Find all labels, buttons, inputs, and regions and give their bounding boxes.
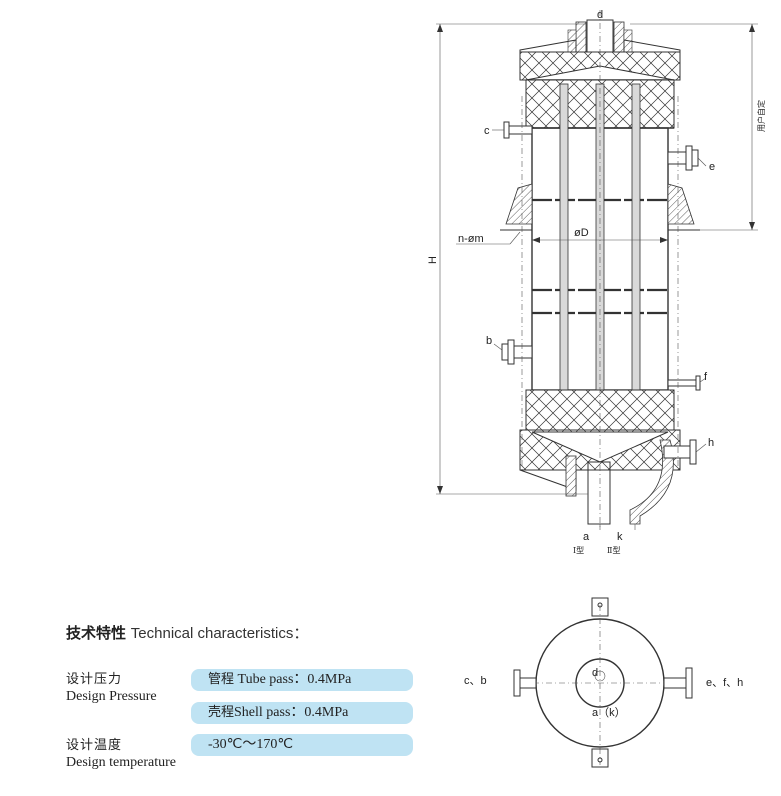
label-phi-d: øD [574, 227, 589, 239]
design-pressure-en: Design Pressure [66, 689, 157, 704]
label-type-1: Ⅰ型 [573, 546, 584, 555]
elevation-view: d c e n-øm øD H b f h a k Ⅰ型 Ⅱ型 用户自定 [427, 9, 766, 555]
label-b: b [486, 335, 492, 347]
nozzle-f [667, 375, 701, 391]
plan-label-c-b: c、b [464, 675, 487, 687]
nozzle-e [667, 145, 699, 171]
temperature-value: -30℃～170℃ [191, 734, 413, 756]
shell-pass-en: Shell pass：0.4MPa [234, 705, 349, 720]
design-pressure-label: 设计压力 Design Pressure [66, 668, 157, 705]
plan-label-a-k: a（k） [592, 706, 626, 719]
label-f: f [704, 371, 708, 383]
tech-title-cn: 技术特性 [66, 624, 127, 642]
label-n-phi-m: n-øm [458, 233, 484, 245]
tech-title-en: Technical characteristics： [130, 625, 309, 642]
plan-label-e-f-h: e、f、h [706, 677, 743, 689]
label-h: h [708, 437, 714, 449]
label-type-2: Ⅱ型 [607, 546, 620, 555]
tube-pass-value: 管程 Tube pass：0.4MPa [191, 669, 413, 691]
nozzle-b [501, 339, 533, 365]
nozzle-h [663, 439, 697, 465]
plan-view: c、b e、f、h d a（k） [464, 597, 743, 768]
label-e: e [709, 161, 715, 173]
label-h-dimension: H [427, 256, 439, 264]
shell-pass-value: 壳程Shell pass：0.4MPa [191, 702, 413, 724]
design-temperature-en: Design temperature [66, 755, 177, 770]
design-temperature-label: 设计温度 Design temperature [66, 734, 176, 771]
tech-title: 技术特性 Technical characteristics： [66, 622, 308, 643]
temperature-range: -30℃～170℃ [208, 737, 294, 752]
tube-pass-en: Tube pass：0.4MPa [234, 672, 352, 687]
label-c: c [484, 125, 490, 137]
label-k: k [617, 531, 623, 543]
design-temperature-cn: 设计温度 [66, 738, 123, 753]
label-user-defined: 用户自定 [756, 100, 766, 132]
label-a: a [583, 531, 590, 543]
label-d-top: d [597, 9, 603, 21]
plan-label-d: d [592, 667, 598, 679]
nozzle-c [503, 121, 533, 139]
shell-pass-cn: 壳程 [208, 705, 235, 720]
tube-pass-cn: 管程 [208, 672, 235, 687]
design-pressure-cn: 设计压力 [66, 672, 123, 687]
